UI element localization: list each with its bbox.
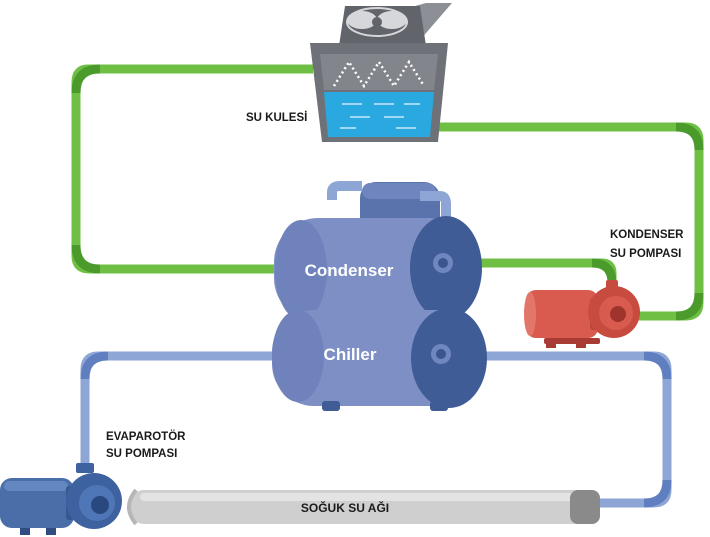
evaporator-pump-label-line1: EVAPAROTÖR [106, 430, 186, 443]
fan-icon [346, 7, 408, 37]
evaporator-pump-motor-highlight [4, 481, 68, 491]
evaporator-pump-label-line2: SU POMPASI [106, 448, 177, 460]
tower-label: SU KULESİ [246, 111, 307, 124]
tower-water-basin [324, 92, 434, 137]
evaporator-pump-foot [46, 525, 56, 535]
tower-to-condenser-return-pipe [71, 64, 313, 274]
condenser-pump-motor [526, 290, 598, 338]
chilled-water-network: SOĞUK SU AĞI [127, 488, 600, 526]
network-pipe-start-cap [127, 488, 138, 526]
blue-elbow [80, 351, 109, 380]
evaporator-pump-suction [76, 463, 94, 473]
compressor-pipe [327, 181, 362, 200]
chilled-water-network-label: SOĞUK SU AĞI [301, 500, 389, 515]
condenser-pump-discharge [606, 280, 618, 292]
condenser-pump-motor-end [524, 292, 536, 336]
green-elbow [71, 64, 101, 94]
condenser-pump-label-line1: KONDENSER [610, 229, 684, 241]
green-elbow [675, 292, 704, 321]
evaporator-shell-left-cap [272, 310, 324, 402]
tower-fill-area [320, 54, 438, 90]
chiller-foot [322, 401, 340, 411]
blue-elbow [643, 479, 672, 508]
tower-spray-pattern [332, 59, 426, 89]
condenser-label: Condenser [305, 261, 394, 280]
condenser-pump-foot [546, 340, 556, 348]
evaporator-pump-eye [91, 496, 109, 514]
chiller-foot [430, 401, 448, 411]
evaporator-pump-foot [20, 525, 30, 535]
chiller-unit: Condenser Chiller [272, 181, 487, 411]
condenser-pump-label-line2: SU POMPASI [610, 248, 681, 260]
green-elbow [675, 122, 704, 151]
condenser-water-loop [71, 64, 704, 321]
condenser-pump-eye [610, 306, 626, 322]
network-pipe-end-cap [570, 490, 600, 524]
cooling-tower: SU KULESİ [246, 3, 452, 142]
condenser-pump-foot [576, 340, 586, 348]
condenser-water-pump: KONDENSER SU POMPASI [524, 229, 684, 348]
chiller-label: Chiller [324, 345, 377, 364]
condenser-nozzle-inner [438, 258, 448, 268]
compressor-pipe [420, 191, 451, 226]
blue-elbow [643, 351, 672, 380]
tower-water-ripples [340, 103, 420, 129]
evaporator-nozzle-inner [436, 349, 446, 359]
condenser-shell-left-cap [275, 220, 327, 320]
evaporator-water-pump: EVAPAROTÖR SU POMPASI [0, 430, 186, 535]
green-elbow [71, 244, 101, 274]
green-elbow [591, 258, 617, 284]
network-pipe-highlight [140, 493, 580, 501]
chilled-water-loop [80, 351, 672, 508]
compressor-top [362, 183, 436, 199]
